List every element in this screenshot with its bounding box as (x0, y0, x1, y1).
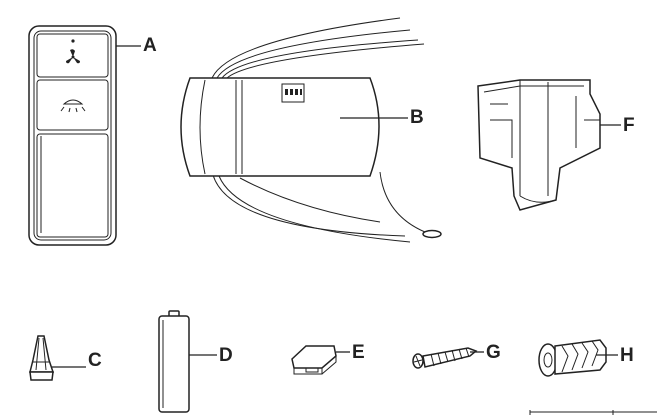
light-icon (60, 99, 86, 113)
part-f-holder: F (477, 79, 635, 211)
part-a-remote: A (28, 25, 157, 246)
part-g-screw: G (412, 342, 501, 369)
part-e-clip: E (291, 342, 365, 375)
label-g: G (486, 342, 501, 363)
part-b-receiver: B (180, 17, 442, 243)
label-d: D (219, 345, 233, 366)
part-d-battery: D (158, 310, 233, 413)
part-h-anchor: H (538, 339, 634, 377)
label-e: E (352, 342, 365, 363)
label-a: A (143, 35, 157, 56)
label-h: H (620, 345, 634, 366)
fan-icon (66, 49, 80, 64)
label-f: F (623, 115, 635, 136)
part-c-wire-nut: C (29, 335, 102, 381)
label-c: C (88, 350, 102, 371)
label-b: B (410, 107, 424, 128)
